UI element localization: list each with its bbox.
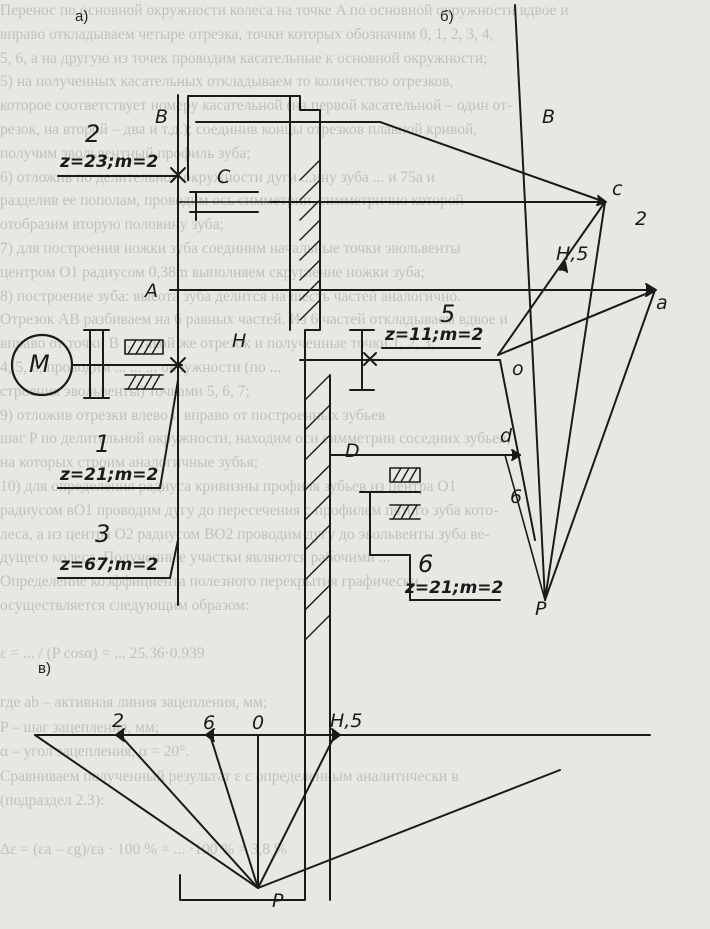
background-text-line: ε = ... / (P cosα) = ... 25.36·0.939 (0, 645, 205, 663)
background-text-line: 7) для построения ножки зуба соединим на… (0, 240, 461, 257)
background-text-line: Отрезок AB разбиваем на 6 равных частей.… (0, 311, 508, 329)
background-text-line: шаг P по делительной окружности, находим… (0, 430, 511, 448)
background-text-line: дущего колеса. Полученные участки являют… (0, 549, 391, 567)
background-text-line: 9) отложив отрезки влево и вправо от пос… (0, 406, 386, 424)
vel-vertical (515, 5, 545, 600)
background-text-line: 8) построение зуба: высота зуба делится … (0, 287, 462, 305)
line-cP (545, 202, 605, 600)
line-oa (498, 290, 655, 355)
vel-P-label: P (535, 598, 547, 620)
gear-3-id: 3 (95, 520, 111, 548)
vel-6-label: 6 (510, 486, 523, 508)
background-text-line: 10) для определения радиуса кривизны про… (0, 478, 457, 495)
gear-1-spec: z=21;m=2 (60, 465, 159, 485)
gear-2-id: 2 (85, 120, 101, 148)
background-text-line: радиусом вO1 проводим дугу до пересечени… (0, 501, 499, 519)
background-text-line: Сравниваем полученный результат ε с опре… (0, 767, 459, 785)
background-text-line: резок, на второй – два и т.д.); соединив… (0, 121, 478, 138)
vel-2-label: 2 (635, 208, 648, 230)
vel-B-label: B (542, 106, 556, 128)
background-text-line: на которых строим аналогичные зубья; (0, 454, 259, 472)
line-B (380, 122, 605, 202)
background-text-line: α – угол зацепления, α = 20°. (0, 743, 190, 761)
gear-3-spec: z=67;m=2 (60, 555, 159, 575)
motor-label: M (29, 350, 50, 378)
rot-P-label: P (272, 890, 284, 912)
background-text-line: которое соответствует номеру касательной… (0, 97, 513, 115)
background-text-line: разделив ее пополам, проводим ось симмет… (0, 192, 464, 210)
background-text-line: вправо от точки B ... такой же отрезок и… (0, 335, 435, 353)
background-text-line: осуществляется следующим образом: (0, 597, 250, 614)
section-b-label: б) (440, 8, 454, 25)
gear-6-spec: z=21;m=2 (405, 578, 504, 598)
background-text-line: леса, а из центра O2 радиусом BO2 провод… (0, 525, 490, 543)
line-Pa (545, 290, 655, 600)
gear-6-id: 6 (418, 550, 434, 578)
rot-h5-label: H,5 (330, 710, 363, 732)
vel-a-label: a (656, 292, 668, 314)
background-text-line: центром O1 радиусом 0,38m выполняем скру… (0, 263, 425, 281)
gear-5-id: 5 (440, 300, 456, 328)
point-B-label: B (155, 106, 169, 128)
section-a-label: а) (75, 8, 89, 25)
background-text-line: 5) на полученных касательных откладываем… (0, 73, 454, 91)
point-H-label: H (232, 330, 247, 352)
background-text-line: 5, 6, а на другую из точек проводим каса… (0, 49, 488, 67)
vel-c-label: c (612, 178, 623, 200)
point-C-label: C (217, 166, 231, 188)
rot-2-label: 2 (112, 710, 125, 732)
point-D-label: D (345, 440, 360, 462)
rot-0-label: 0 (252, 712, 265, 734)
background-text-line: вправо откладываем четыре отрезка, точки… (0, 25, 494, 43)
background-text-line: где ab – активная линия зацепления, мм; (0, 694, 268, 712)
section-v-label: в) (38, 660, 51, 677)
vel-h5-label: H,5 (556, 243, 589, 265)
carrier-frame (180, 96, 320, 900)
line-oc (498, 202, 605, 355)
point-A-label: A (145, 280, 158, 302)
background-text-line: (подраздел 2.3): (0, 792, 105, 810)
background-text-line: отобразим вторую половину зуба; (0, 216, 224, 234)
gear-2-spec: z=23;m=2 (60, 152, 159, 172)
vel-d-label: d (500, 425, 513, 447)
gear-5-spec: z=11;m=2 (385, 325, 484, 345)
background-text-line: Δε = (εa – εg)/εa · 100 % = ... ·100 % =… (0, 841, 287, 859)
line-6 (500, 360, 535, 540)
vel-o-label: o (512, 358, 524, 380)
background-text-line: 6) отложив по делительной окружности дуг… (0, 168, 435, 186)
gear-1-id: 1 (95, 430, 111, 458)
rot-6-label: 6 (203, 712, 216, 734)
background-text-line: Перенос по основной окружности колеса на… (0, 2, 569, 19)
